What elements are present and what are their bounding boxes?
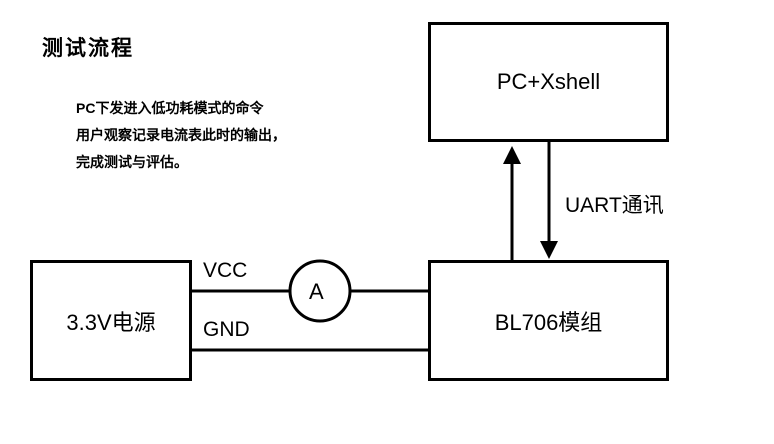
ammeter-circle: [288, 259, 352, 323]
gnd-label: GND: [203, 318, 250, 341]
power-node-label: 3.3V电源: [66, 309, 156, 335]
description-line-1: PC下发进入低功耗模式的命令: [76, 95, 286, 123]
pc-node-label: PC+Xshell: [496, 69, 601, 94]
description-line-3: 完成测试与评估。: [76, 155, 188, 171]
description-line-2: 用户观察记录电流表此时的输出，: [76, 128, 286, 144]
vcc-label: VCC: [203, 259, 248, 282]
description-text: PC下发进入低功耗模式的命令 用户观察记录电流表此时的输出， 完成测试与评估。: [76, 95, 286, 177]
ammeter-label: A: [309, 279, 324, 304]
pc-node: PC+Xshell: [428, 22, 669, 142]
power-node: 3.3V电源: [30, 260, 192, 381]
description-pc-label: PC: [76, 100, 96, 116]
module-node: BL706模组: [428, 260, 669, 381]
diagram-title: 测试流程: [42, 35, 134, 60]
uart-label: UART通讯: [565, 194, 664, 217]
module-node-label: BL706模组: [494, 309, 603, 335]
description-line-1-rest: 下发进入低功耗模式的命令: [95, 101, 264, 117]
